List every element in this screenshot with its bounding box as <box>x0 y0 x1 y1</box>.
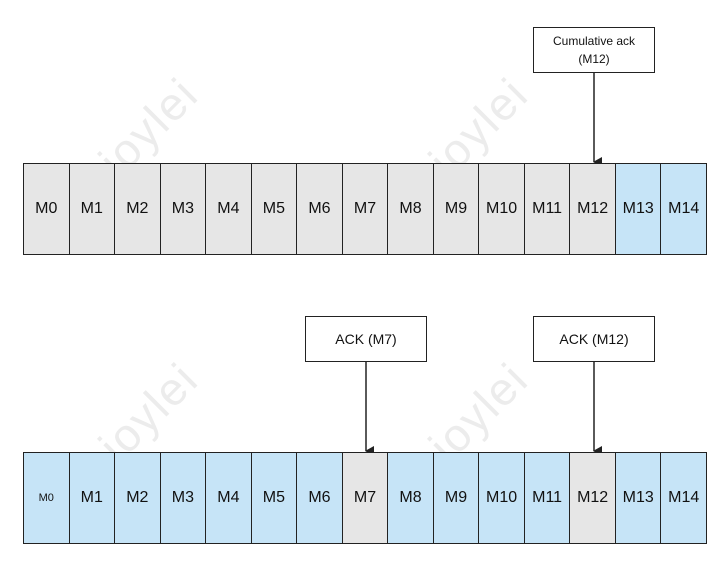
message-cell-m13: M13 <box>615 453 662 543</box>
message-cell-m2: M2 <box>115 164 161 254</box>
message-cell-m5: M5 <box>251 164 298 254</box>
message-cell-m8: M8 <box>388 453 434 543</box>
cumulative-ack-line2: (M12) <box>578 52 610 66</box>
cumulative-ack-line1: Cumulative ack <box>552 34 636 48</box>
message-cell-m10: M10 <box>479 164 525 254</box>
message-cell-m1: M1 <box>69 164 116 254</box>
message-cell-m12: M12 <box>570 453 616 543</box>
message-cell-m5: M5 <box>251 453 298 543</box>
ack-m7-callout: ACK (M7) <box>305 316 427 362</box>
message-cell-m14: M14 <box>661 164 706 254</box>
message-cell-m6: M6 <box>297 164 343 254</box>
message-cell-m13: M13 <box>615 164 662 254</box>
message-cell-m4: M4 <box>206 453 252 543</box>
message-cell-m11: M11 <box>524 453 571 543</box>
message-cell-m9: M9 <box>433 453 480 543</box>
message-cell-m6: M6 <box>297 453 343 543</box>
message-cell-m0: M0 <box>24 453 70 543</box>
message-cell-m4: M4 <box>206 164 252 254</box>
message-cell-m3: M3 <box>160 453 207 543</box>
message-cell-m8: M8 <box>388 164 434 254</box>
message-cell-m12: M12 <box>570 164 616 254</box>
cumulative-ack-callout: Cumulative ack (M12) <box>533 27 655 73</box>
message-cell-m14: M14 <box>661 453 706 543</box>
message-cell-m7: M7 <box>342 164 389 254</box>
ack-m12-callout: ACK (M12) <box>533 316 655 362</box>
message-cell-m11: M11 <box>524 164 571 254</box>
message-cell-m1: M1 <box>69 453 116 543</box>
message-cell-m9: M9 <box>433 164 480 254</box>
message-cell-m10: M10 <box>479 453 525 543</box>
message-cell-m3: M3 <box>160 164 207 254</box>
message-cell-m2: M2 <box>115 453 161 543</box>
message-cell-m0: M0 <box>24 164 70 254</box>
message-cell-m7: M7 <box>342 453 389 543</box>
